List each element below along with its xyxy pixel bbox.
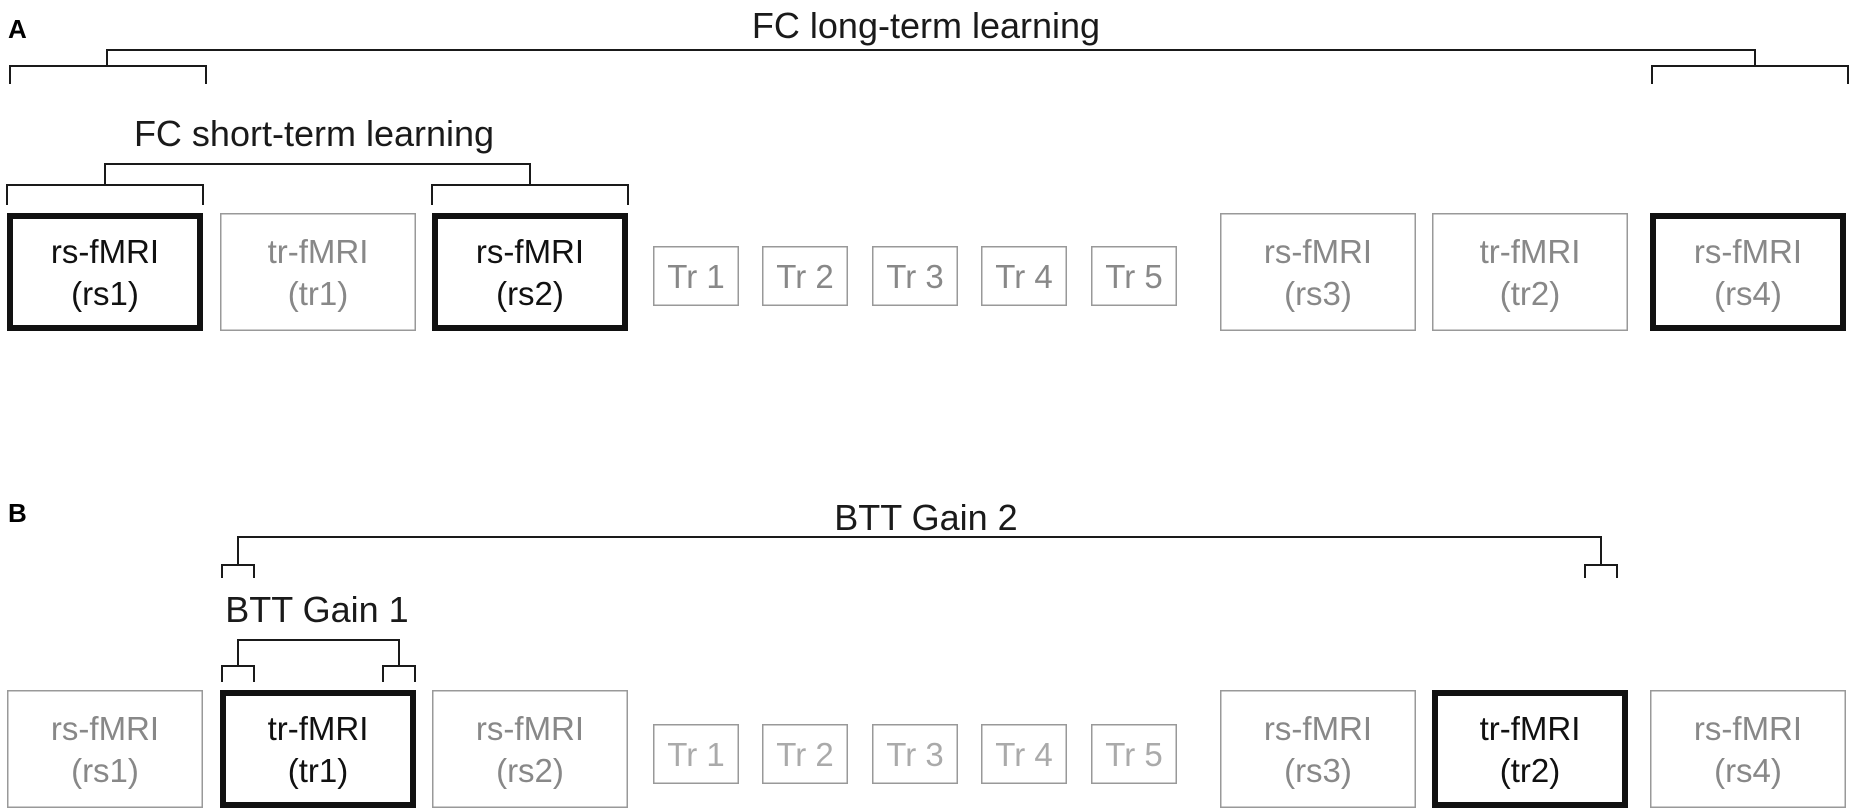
panel-b-box-line1: tr-fMRI — [1480, 710, 1581, 747]
panel-b-box-line2: (tr2) — [1500, 752, 1561, 789]
panel-a-box-rs-fmri-rs2: rs-fMRI (rs2) — [432, 213, 628, 331]
panel-b-box-line2: (rs4) — [1714, 752, 1782, 789]
panel-a-box-line1: rs-fMRI — [476, 233, 584, 270]
panel-a-box-frame — [220, 213, 416, 331]
panel-b-box-line1: rs-fMRI — [476, 710, 584, 747]
panel-a-box-line1: tr-fMRI — [1480, 233, 1581, 270]
panel-b-box-tr5: Tr 5 — [1091, 724, 1177, 784]
panel-a-sequence: rs-fMRI (rs1) tr-fMRI (tr1) rs-fMRI (rs2) Tr 1… — [7, 213, 1846, 331]
panel-b-box-line1: Tr 5 — [1105, 736, 1162, 773]
panel-a-box-frame — [981, 246, 1067, 306]
panel-b-box-frame — [220, 690, 416, 808]
panel-a-box-tr4: Tr 4 — [981, 246, 1067, 306]
panel-a-box-rs-fmri-rs4: rs-fMRI (rs4) — [1650, 213, 1846, 331]
panel-a-box-line2: (rs2) — [496, 275, 564, 312]
panel-a-box-line1: tr-fMRI — [268, 233, 369, 270]
panel-b: B BTT Gain 2 BTT Gain 1 rs-fMRI (rs1) tr-f… — [7, 497, 1846, 808]
panel-b-box-frame — [872, 724, 958, 784]
panel-b-sequence: rs-fMRI (rs1) tr-fMRI (tr1) rs-fMRI (rs2) Tr 1… — [7, 690, 1846, 808]
panel-b-box-tr-fmri-tr2: tr-fMRI (tr2) — [1432, 690, 1628, 808]
panel-a-box-line1: Tr 2 — [776, 258, 833, 295]
panel-b-box-line1: Tr 3 — [886, 736, 943, 773]
panel-a-box-line2: (tr1) — [288, 275, 349, 312]
panel-a-box-frame — [872, 246, 958, 306]
panel-b-box-line1: tr-fMRI — [268, 710, 369, 747]
panel-a-box-line1: rs-fMRI — [51, 233, 159, 270]
panel-b-box-line1: rs-fMRI — [51, 710, 159, 747]
panel-b-box-line2: (rs2) — [496, 752, 564, 789]
panel-b-box-line2: (rs3) — [1284, 752, 1352, 789]
panel-a-box-frame — [432, 213, 628, 331]
panel-a: A FC long-term learning FC short-term le… — [6, 5, 1849, 331]
panel-b-box-line2: (tr1) — [288, 752, 349, 789]
panel-a-box-line1: Tr 5 — [1105, 258, 1162, 295]
btt-gain-1-label: BTT Gain 1 — [225, 589, 408, 630]
panel-a-box-frame — [653, 246, 739, 306]
panel-a-box-frame — [1650, 213, 1846, 331]
panel-b-box-line2: (rs1) — [71, 752, 139, 789]
panel-a-box-rs-fmri-rs1: rs-fMRI (rs1) — [7, 213, 203, 331]
btt-gain-2-bracket — [221, 536, 1618, 578]
panel-a-letter: A — [8, 14, 27, 44]
panel-b-letter: B — [8, 498, 27, 528]
panel-b-box-tr3: Tr 3 — [872, 724, 958, 784]
panel-a-box-frame — [1220, 213, 1416, 331]
panel-a-box-frame — [7, 213, 203, 331]
panel-b-box-frame — [1220, 690, 1416, 808]
panel-a-box-line1: rs-fMRI — [1694, 233, 1802, 270]
panel-a-box-line1: rs-fMRI — [1264, 233, 1372, 270]
panel-b-box-frame — [981, 724, 1067, 784]
panel-b-box-frame — [653, 724, 739, 784]
panel-a-box-tr2: Tr 2 — [762, 246, 848, 306]
panel-b-box-frame — [7, 690, 203, 808]
fc-long-term-label: FC long-term learning — [752, 5, 1100, 46]
panel-a-box-line2: (rs3) — [1284, 275, 1352, 312]
panel-b-box-frame — [1432, 690, 1628, 808]
panel-b-box-rs-fmri-rs3: rs-fMRI (rs3) — [1220, 690, 1416, 808]
panel-b-box-tr4: Tr 4 — [981, 724, 1067, 784]
fc-short-term-label: FC short-term learning — [134, 113, 494, 154]
panel-a-box-frame — [762, 246, 848, 306]
panel-a-box-tr3: Tr 3 — [872, 246, 958, 306]
panel-a-box-frame — [1432, 213, 1628, 331]
panel-b-box-line1: Tr 4 — [995, 736, 1052, 773]
panel-b-box-rs-fmri-rs4: rs-fMRI (rs4) — [1650, 690, 1846, 808]
panel-a-box-line1: Tr 4 — [995, 258, 1052, 295]
panel-a-box-line1: Tr 3 — [886, 258, 943, 295]
panel-b-box-rs-fmri-rs1: rs-fMRI (rs1) — [7, 690, 203, 808]
panel-a-box-line2: (tr2) — [1500, 275, 1561, 312]
panel-a-box-rs-fmri-rs3: rs-fMRI (rs3) — [1220, 213, 1416, 331]
fc-long-term-bracket — [9, 49, 1849, 84]
panel-a-box-frame — [1091, 246, 1177, 306]
panel-b-box-tr1: Tr 1 — [653, 724, 739, 784]
panel-a-box-tr-fmri-tr2: tr-fMRI (tr2) — [1432, 213, 1628, 331]
panel-b-box-frame — [762, 724, 848, 784]
panel-b-box-tr2: Tr 2 — [762, 724, 848, 784]
panel-b-box-line1: Tr 1 — [667, 736, 724, 773]
panel-a-box-tr-fmri-tr1: tr-fMRI (tr1) — [220, 213, 416, 331]
panel-a-box-tr5: Tr 5 — [1091, 246, 1177, 306]
fc-short-term-bracket — [6, 163, 629, 205]
btt-gain-2-label: BTT Gain 2 — [834, 497, 1017, 538]
panel-b-box-frame — [432, 690, 628, 808]
panel-a-box-line1: Tr 1 — [667, 258, 724, 295]
panel-b-box-line1: Tr 2 — [776, 736, 833, 773]
panel-b-box-rs-fmri-rs2: rs-fMRI (rs2) — [432, 690, 628, 808]
panel-a-box-tr1: Tr 1 — [653, 246, 739, 306]
btt-gain-1-bracket — [221, 639, 416, 682]
panel-a-box-line2: (rs1) — [71, 275, 139, 312]
panel-b-box-tr-fmri-tr1: tr-fMRI (tr1) — [220, 690, 416, 808]
panel-b-box-frame — [1091, 724, 1177, 784]
panel-b-box-line1: rs-fMRI — [1264, 710, 1372, 747]
panel-b-box-line1: rs-fMRI — [1694, 710, 1802, 747]
panel-b-box-frame — [1650, 690, 1846, 808]
panel-a-box-line2: (rs4) — [1714, 275, 1782, 312]
